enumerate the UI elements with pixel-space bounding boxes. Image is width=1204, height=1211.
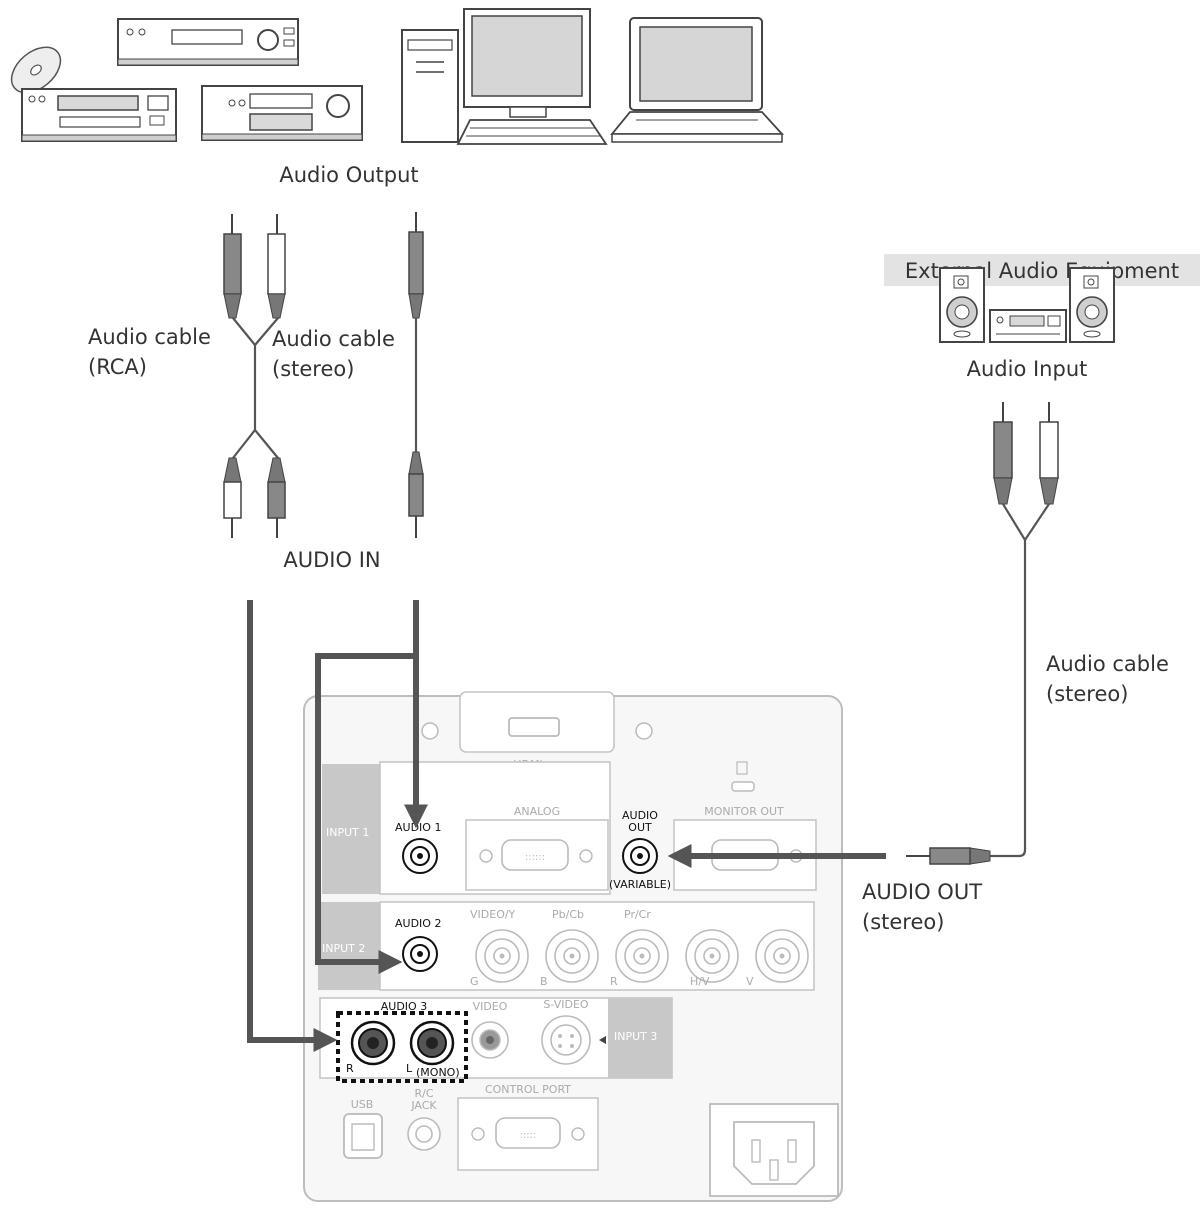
svg-text:::::::: ::::::	[525, 852, 545, 863]
audio3-label: AUDIO 3	[381, 1000, 427, 1013]
audio-input-label: Audio Input	[967, 357, 1088, 381]
right-speaker-icon	[1069, 267, 1115, 343]
pb-cb-label: Pb/Cb	[552, 908, 584, 921]
audio1-label: AUDIO 1	[395, 821, 441, 834]
input2-label: INPUT 2	[322, 942, 365, 955]
l-label: L	[406, 1062, 413, 1075]
rca-cable-top-plugs	[223, 214, 286, 319]
r-label: R	[346, 1062, 354, 1075]
input2-band	[318, 902, 386, 990]
rca-cable-split-bottom	[232, 428, 279, 459]
stereo-cable-type-label: (stereo)	[272, 357, 354, 381]
input3-label: INPUT 3	[614, 1030, 657, 1043]
right-rca-split	[1002, 503, 1050, 543]
audio-out-port-label-top: AUDIO	[622, 809, 658, 822]
security-lock-icon	[731, 761, 755, 792]
right-cable-body	[990, 540, 1027, 858]
usb-port	[343, 1113, 383, 1159]
desktop-pc-icon	[401, 8, 608, 145]
usb-label: USB	[351, 1098, 374, 1111]
rc-jack-label-top: R/C	[414, 1087, 433, 1100]
input1-band	[322, 764, 384, 894]
audio-out-port-label-bottom: OUT	[628, 821, 652, 834]
audio3-l-jack	[409, 1020, 455, 1066]
av-receiver-icon	[201, 85, 363, 141]
audio3-highlight	[336, 1011, 468, 1083]
input2-group	[379, 901, 815, 991]
audio2-label: AUDIO 2	[395, 917, 441, 930]
video-jack	[471, 1021, 509, 1059]
rca-to-audio3-line	[247, 600, 338, 1052]
stereo-cable-label: Audio cable	[272, 327, 395, 351]
input3-indicator-icon	[599, 1036, 606, 1044]
audio-in-label: AUDIO IN	[283, 548, 380, 572]
laptop-icon	[610, 17, 785, 143]
r-rgb-label: R	[610, 975, 618, 988]
left-speaker-icon	[939, 267, 985, 343]
analog-label: ANALOG	[514, 805, 560, 818]
dvd-player-icon	[21, 88, 177, 142]
rc-jack	[407, 1117, 441, 1151]
stereo-receiver-icon	[989, 309, 1067, 343]
right-rca-plugs	[993, 402, 1059, 505]
v-label: V	[746, 975, 754, 988]
audio3-r-jack	[350, 1020, 396, 1066]
analog-vga-port: ::::::	[479, 839, 593, 871]
rca-cable-type-label: (RCA)	[88, 355, 147, 379]
audio1-jack	[402, 838, 438, 874]
svg-text::::::: :::::	[520, 1130, 537, 1141]
audio-out-label: AUDIO OUT	[862, 880, 982, 904]
power-socket-icon	[709, 1103, 839, 1197]
cd-disc-icon	[10, 46, 62, 94]
bnc-connectors	[475, 929, 809, 983]
audio-output-label: Audio Output	[279, 163, 418, 187]
vcr-device-icon	[117, 18, 299, 66]
monitor-out-label: MONITOR OUT	[704, 805, 784, 818]
mono-label: (MONO)	[416, 1066, 460, 1079]
right-cable-label: Audio cable	[1046, 652, 1169, 676]
stereo-to-audio2-line	[315, 653, 416, 974]
control-port-label: CONTROL PORT	[485, 1083, 571, 1096]
rca-cable-label: Audio cable	[88, 325, 211, 349]
audio-out-jack	[622, 838, 658, 874]
audio-out-type-label: (stereo)	[862, 910, 944, 934]
rc-jack-label-bottom: JACK	[410, 1099, 437, 1112]
control-port-connector: :::::	[471, 1117, 585, 1149]
panel-screw-icons	[421, 722, 653, 740]
hv-label: H/V	[690, 975, 710, 988]
right-cable-type-label: (stereo)	[1046, 682, 1128, 706]
s-video-label: S-VIDEO	[543, 998, 588, 1011]
hdmi-port	[508, 717, 560, 737]
rca-cable-bottom-plugs	[223, 457, 286, 538]
video-label: VIDEO	[473, 1000, 508, 1013]
stereo-cable	[408, 212, 424, 538]
input1-label: INPUT 1	[326, 826, 369, 839]
pr-cr-label: Pr/Cr	[624, 908, 651, 921]
audio-out-mini-plug	[906, 847, 991, 865]
variable-label: (VARIABLE)	[609, 878, 671, 891]
g-label: G	[470, 975, 479, 988]
audio2-jack	[402, 936, 438, 972]
b-label: B	[540, 975, 548, 988]
input3-band	[608, 998, 672, 1078]
video-y-label: VIDEO/Y	[470, 908, 516, 921]
s-video-port	[541, 1015, 591, 1065]
external-audio-equipment-box	[884, 254, 1200, 286]
